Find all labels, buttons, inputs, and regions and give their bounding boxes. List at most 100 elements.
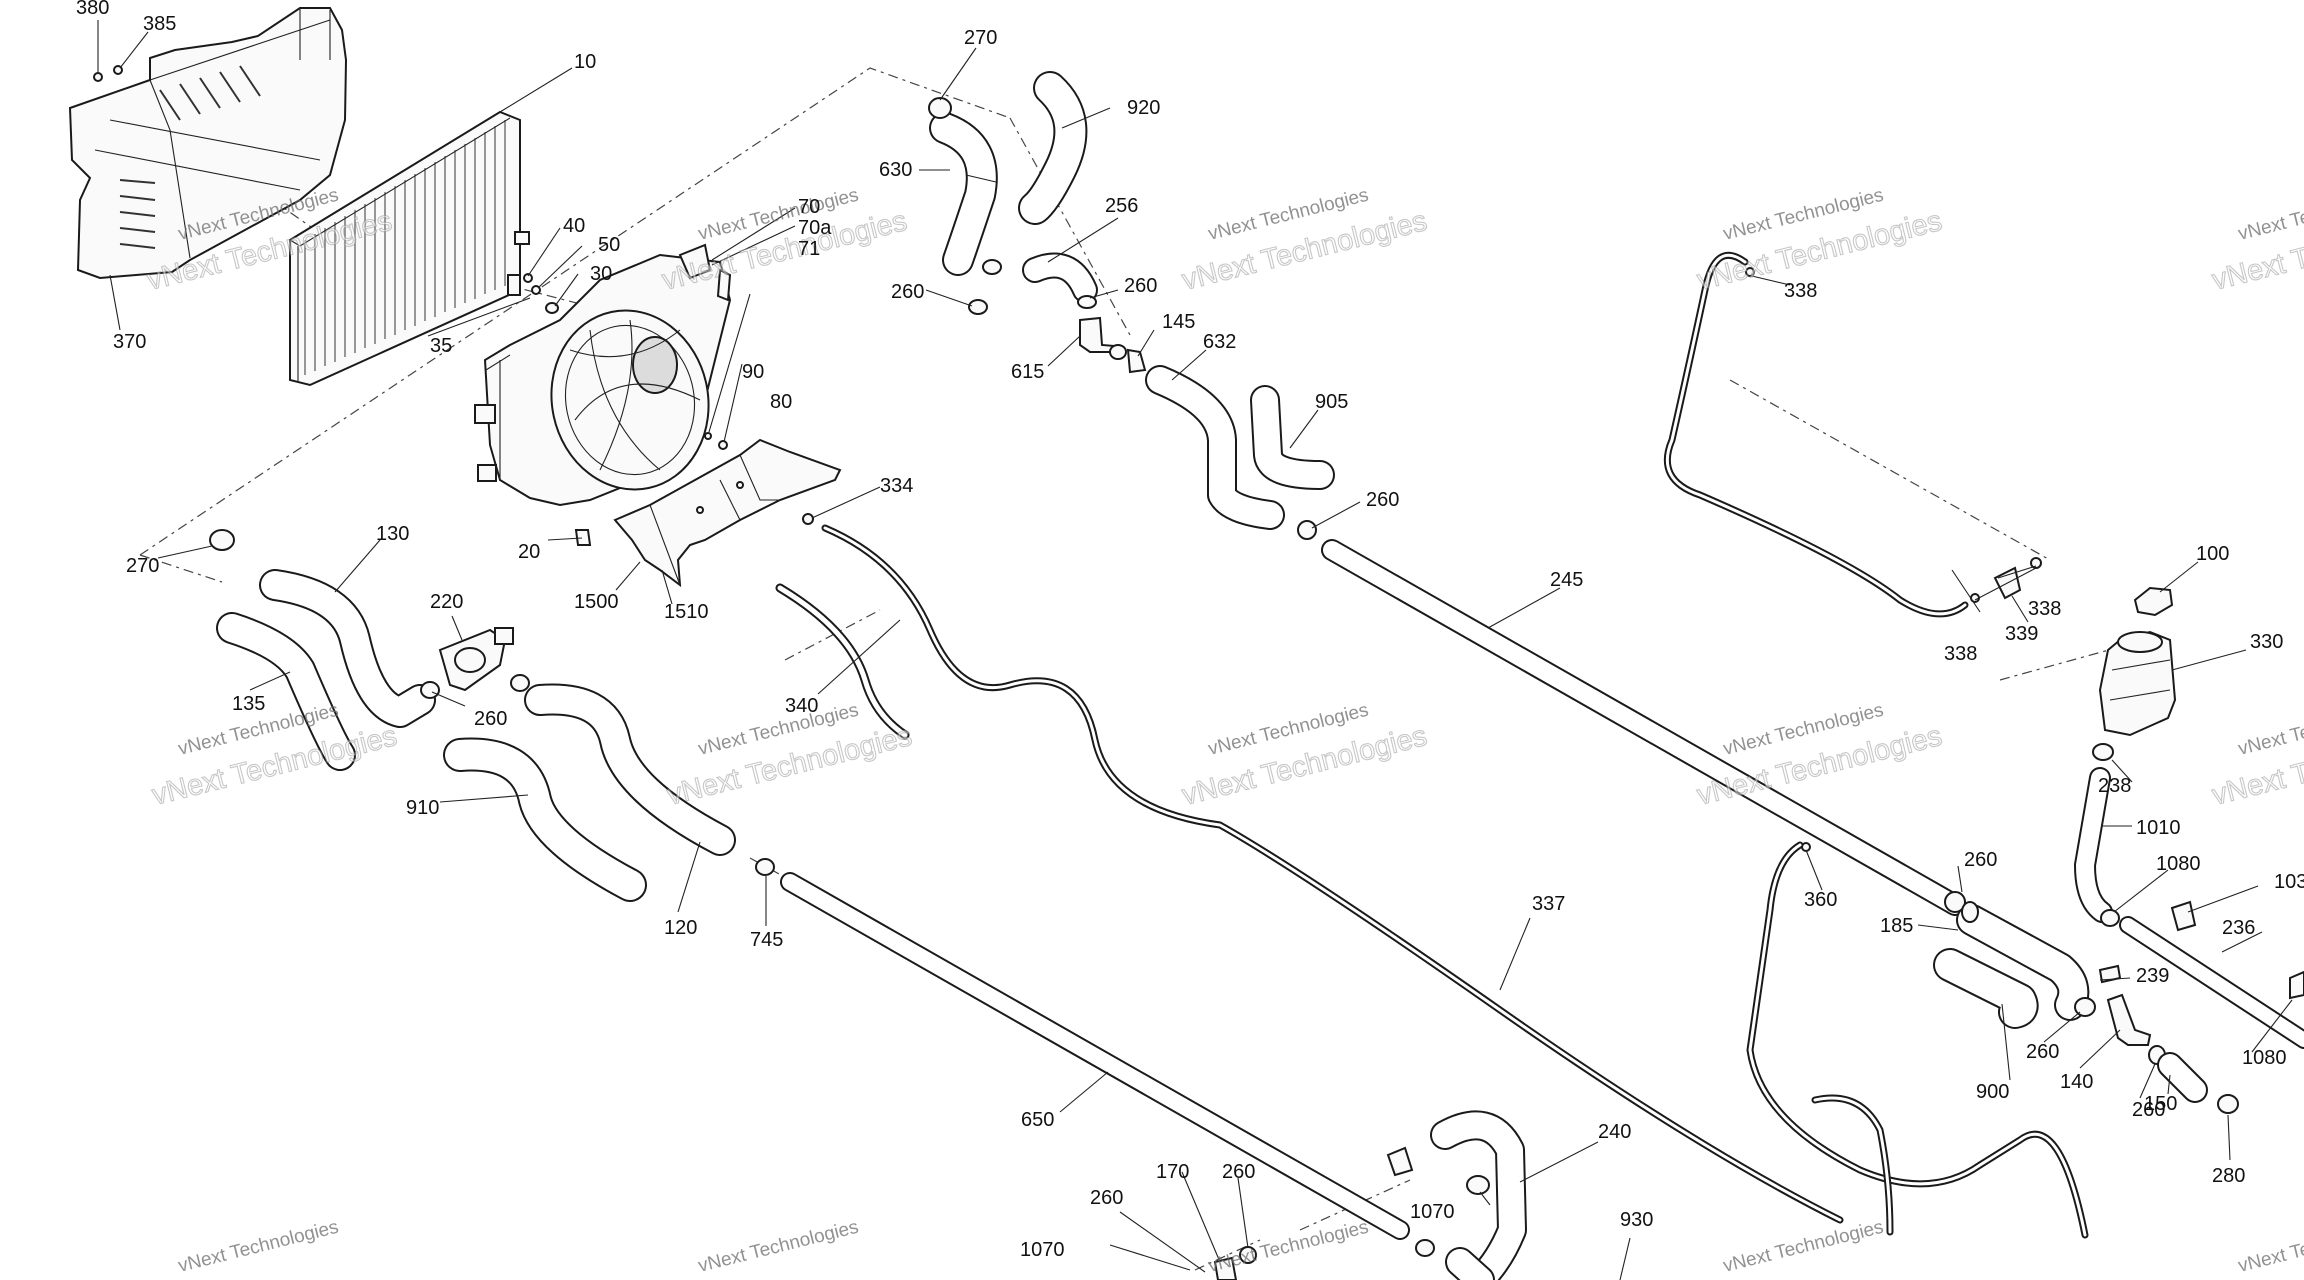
callout-label: 238 <box>2098 775 2131 797</box>
clamp-260-left-b <box>510 674 530 692</box>
callout-label: 260 <box>2026 1041 2059 1063</box>
fan-bracket <box>613 438 842 588</box>
callout-label: 236 <box>2222 917 2255 939</box>
callout-label: 1010 <box>2136 817 2181 839</box>
clamp-260-h <box>1415 1239 1435 1257</box>
fitting-615 <box>1079 316 1116 353</box>
callout-label: 360 <box>1804 889 1837 911</box>
overflow-line-b <box>1811 1094 1894 1236</box>
callout-label: 745 <box>750 929 783 951</box>
hose-632 <box>1145 365 1285 530</box>
clamp-270-top <box>928 97 952 119</box>
callout-label: 40 <box>563 215 585 237</box>
hose-185 <box>1956 904 2090 1021</box>
callout-label: 260 <box>1090 1187 1123 1209</box>
callout-label: 1080 <box>2156 853 2201 875</box>
callout-label: 630 <box>879 159 912 181</box>
clamp-260-b <box>1077 295 1097 309</box>
callout-label: 900 <box>1976 1081 2009 1103</box>
watermark-text: vNext Technologies <box>696 1217 861 1277</box>
callout-label: 260 <box>1964 849 1997 871</box>
fan-assembly <box>474 243 732 507</box>
hose-920 <box>1018 71 1088 225</box>
callout-label: 1070 <box>1410 1201 1455 1223</box>
callout-label: 340 <box>785 695 818 717</box>
callout-label: 120 <box>664 917 697 939</box>
callout-label: 632 <box>1203 331 1236 353</box>
hose-256 <box>1022 252 1098 303</box>
callout-label: 150 <box>2144 1093 2177 1115</box>
clip-1080-b <box>2170 900 2197 932</box>
callout-label: 260 <box>2132 1099 2165 1121</box>
leader-lines <box>97 20 2293 1280</box>
callout-label: 70 <box>798 196 820 218</box>
overflow-line-360 <box>1746 841 2089 1239</box>
thermostat-220 <box>438 627 514 692</box>
clamp-260-f <box>2074 997 2096 1017</box>
clamp-260-mid <box>968 299 988 315</box>
callout-label: 380 <box>76 0 109 19</box>
callout-label: 1500 <box>574 591 619 613</box>
callout-label: 260 <box>474 708 507 730</box>
hose-337 <box>821 524 1844 1224</box>
callout-label: 280 <box>2212 1165 2245 1187</box>
callout-label: 185 <box>1880 915 1913 937</box>
clip-1070-a <box>1386 1146 1414 1177</box>
clamp-260-top <box>982 259 1002 275</box>
callout-label: 240 <box>1598 1121 1631 1143</box>
fitting-140 <box>2106 993 2152 1046</box>
callout-label: 615 <box>1011 361 1044 383</box>
clamp-745 <box>755 858 775 876</box>
hose-150 <box>2157 1052 2208 1103</box>
hose-240 <box>1430 1110 1527 1280</box>
clip-1080-c <box>2289 970 2304 1000</box>
callout-label: 905 <box>1315 391 1348 413</box>
callout-label: 35 <box>430 335 452 357</box>
callout-label: 71 <box>798 238 820 260</box>
clamp-280 <box>2217 1094 2239 1114</box>
callout-label: 1080 <box>2242 1047 2287 1069</box>
hose-120 <box>524 683 736 856</box>
callout-label: 330 <box>2250 631 2283 653</box>
watermark-text: vNext Technologies <box>2236 185 2304 245</box>
hose-340 <box>775 583 910 740</box>
hose-930 <box>1445 1247 1495 1280</box>
callout-label: 338 <box>1944 643 1977 665</box>
watermark-text: vNext Technologies <box>176 1217 341 1277</box>
callout-label: 385 <box>143 13 176 35</box>
callout-label: 260 <box>1222 1161 1255 1183</box>
callout-label: 10 <box>574 51 596 73</box>
callout-label: 370 <box>113 331 146 353</box>
callout-label: 910 <box>406 797 439 819</box>
clamp-238 <box>2092 743 2114 761</box>
callout-label: 220 <box>430 591 463 613</box>
callout-labels: 380 385 10 370 35 40 50 30 70 70a 71 90 … <box>76 0 2304 1261</box>
callout-label: 30 <box>590 263 612 285</box>
callout-label: 338 <box>2028 598 2061 620</box>
pipe-236 <box>2119 916 2304 1049</box>
callout-label: 103 <box>2274 871 2304 893</box>
callout-label: 100 <box>2196 543 2229 565</box>
callout-label: 334 <box>880 475 913 497</box>
clamp-145 <box>1126 348 1147 374</box>
hose-135 <box>216 612 356 771</box>
hose-905 <box>1250 385 1335 490</box>
callout-label: 245 <box>1550 569 1583 591</box>
tank-cap-100 <box>2133 586 2174 617</box>
hose-630 <box>929 112 998 276</box>
hose-1010 <box>2074 767 2113 923</box>
callout-label: 170 <box>1156 1161 1189 1183</box>
plug-239 <box>2098 964 2122 984</box>
callout-label: 145 <box>1162 311 1195 333</box>
watermark-text: vNext Technologies <box>2236 700 2304 760</box>
clamp-260-e <box>1944 891 1966 913</box>
callout-label: 50 <box>598 234 620 256</box>
pipe-245 <box>1321 539 1966 916</box>
callout-label: 270 <box>964 27 997 49</box>
clamp-260-e2 <box>1961 901 1979 923</box>
coolant-tank <box>2098 630 2177 737</box>
callout-label: 256 <box>1105 195 1138 217</box>
hose-130 <box>259 569 436 728</box>
callout-label: 650 <box>1021 1109 1054 1131</box>
